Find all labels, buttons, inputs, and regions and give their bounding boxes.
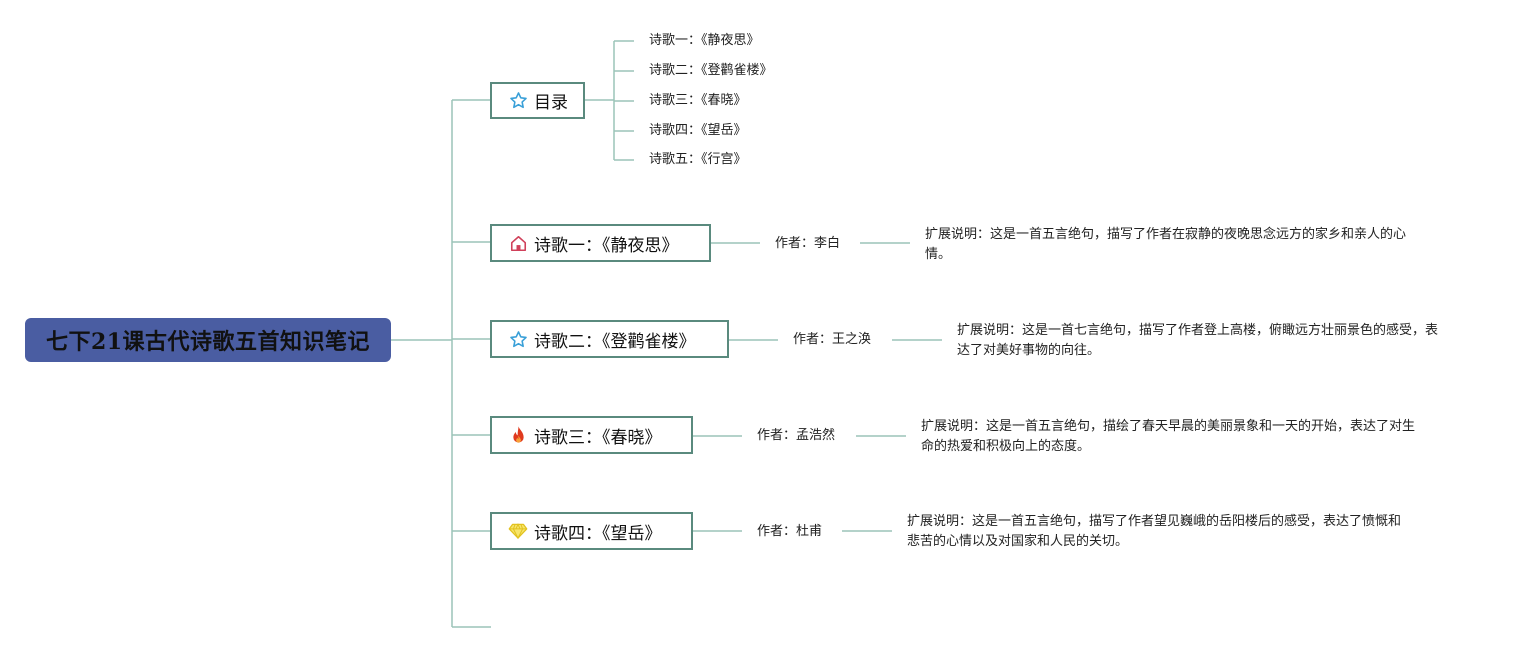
poem-2-author[interactable]: 作者：王之涣 xyxy=(793,332,872,347)
poem-1-description[interactable]: 扩展说明：这是一首五言绝句，描写了作者在寂静的夜晚思念远方的家乡和亲人的心情。 xyxy=(925,227,1407,262)
central-topic-title: 七下21课古代诗歌五首知识笔记 xyxy=(45,329,371,355)
house-icon xyxy=(508,233,528,253)
topic-poem-4-label: 诗歌四：《望岳》 xyxy=(534,523,662,544)
topic-poem-2-label: 诗歌二：《登鹳雀楼》 xyxy=(534,331,696,352)
catalog-item-5[interactable]: 诗歌五：《行宫》 xyxy=(649,152,747,167)
diamond-icon xyxy=(508,521,528,541)
catalog-item-1[interactable]: 诗歌一：《静夜思》 xyxy=(649,33,760,48)
poem-3-description[interactable]: 扩展说明：这是一首五言绝句，描绘了春天早晨的美丽景象和一天的开始，表达了对生命的… xyxy=(921,419,1416,454)
poem-2-description[interactable]: 扩展说明：这是一首七言绝句，描写了作者登上高楼，俯瞰远方壮丽景色的感受，表达了对… xyxy=(957,323,1439,358)
catalog-item-3[interactable]: 诗歌三：《春晓》 xyxy=(649,93,747,108)
topic-poem-3-label: 诗歌三：《春晓》 xyxy=(534,427,662,448)
topic-poem-4[interactable]: 诗歌四：《望岳》 xyxy=(490,512,693,550)
topic-poem-1-label: 诗歌一：《静夜思》 xyxy=(534,235,679,256)
fire-icon xyxy=(508,425,528,445)
topic-poem-1[interactable]: 诗歌一：《静夜思》 xyxy=(490,224,711,262)
poem-4-author[interactable]: 作者：杜甫 xyxy=(757,524,823,539)
catalog-item-4[interactable]: 诗歌四：《望岳》 xyxy=(649,123,747,138)
star-icon xyxy=(508,91,528,111)
central-topic[interactable]: 七下21课古代诗歌五首知识笔记 xyxy=(25,318,391,362)
topic-catalog-label: 目录 xyxy=(534,93,568,113)
topic-catalog[interactable]: 目录 xyxy=(490,82,585,119)
poem-3-author[interactable]: 作者：孟浩然 xyxy=(757,428,836,443)
poem-4-description[interactable]: 扩展说明：这是一首五言绝句，描写了作者望见巍峨的岳阳楼后的感受，表达了愤慨和悲苦… xyxy=(907,514,1402,549)
poem-1-author[interactable]: 作者：李白 xyxy=(775,236,841,251)
topic-poem-3[interactable]: 诗歌三：《春晓》 xyxy=(490,416,693,454)
topic-poem-2[interactable]: 诗歌二：《登鹳雀楼》 xyxy=(490,320,729,358)
star-icon xyxy=(508,329,528,349)
catalog-item-2[interactable]: 诗歌二：《登鹳雀楼》 xyxy=(649,63,773,78)
